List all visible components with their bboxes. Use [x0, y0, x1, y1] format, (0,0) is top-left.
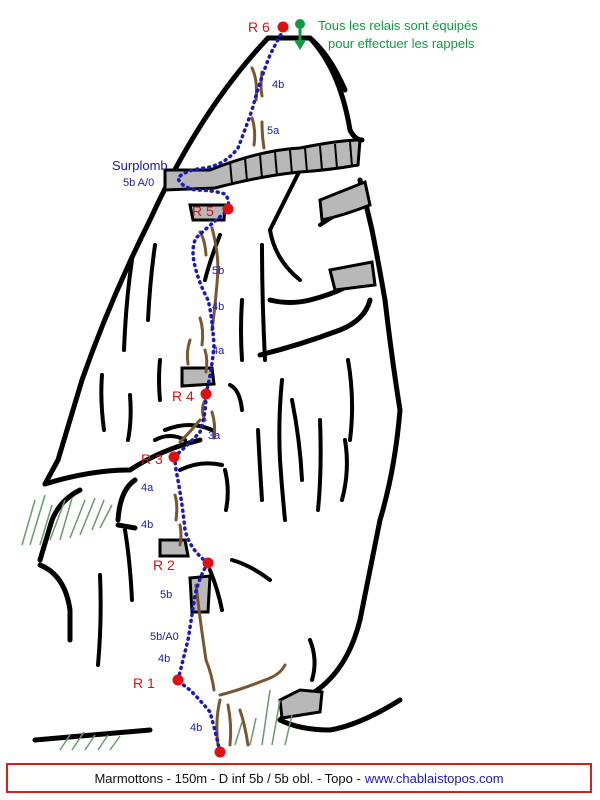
- grade-p3a: 3a: [208, 430, 221, 442]
- grade-p2b: 4a: [141, 482, 154, 494]
- grade-p1c: 5b/A0: [150, 631, 179, 643]
- overhang-hatching: [229, 141, 353, 185]
- grade-p5b: 4b: [272, 79, 284, 91]
- grade-p2a: 4b: [141, 519, 153, 531]
- grade-p1d: 5b: [160, 589, 172, 601]
- grade-p1b: 4b: [158, 653, 170, 665]
- relay-dot-r3: [168, 451, 180, 463]
- relay-dot-r0: [214, 746, 226, 758]
- grade-p4c: 5b: [212, 265, 224, 277]
- footer-text: Marmottons - 150m - D inf 5b / 5b obl. -…: [94, 770, 361, 786]
- relay-points: [168, 21, 289, 758]
- relay-label-r1: R 1: [133, 675, 155, 691]
- relay-label-r5: R 5: [192, 203, 214, 219]
- footer-website-link[interactable]: www.chablaistopos.com: [364, 770, 504, 786]
- relay-dot-r4: [200, 388, 212, 400]
- overhang-title: Surplomb: [112, 158, 168, 173]
- grade-p4b: 4b: [212, 301, 224, 313]
- relay-dot-r2: [202, 557, 214, 569]
- relay-label-r6: R 6: [248, 19, 270, 35]
- grade-p1a: 4b: [190, 722, 202, 734]
- route-summary-footer: Marmottons - 150m - D inf 5b / 5b obl. -…: [6, 763, 592, 793]
- rappel-note-line2: pour effectuer les rappels: [328, 36, 475, 51]
- rock-outline: [32, 35, 403, 743]
- grass-tufts: [21, 494, 293, 751]
- rappel-marker-icon: [294, 19, 306, 50]
- relay-dot-r5: [222, 203, 234, 215]
- relay-dot-r6: [277, 21, 289, 33]
- relay-dot-r1: [172, 674, 184, 686]
- rappel-note-line1: Tous les relais sont équipés: [318, 18, 478, 33]
- grade-p4a: 4a: [212, 345, 225, 357]
- overhang-grade: 5b A/0: [123, 177, 154, 189]
- route-topo-diagram: R 1 R 2 R 3 R 4 R 5 R 6 4b 4b 5b/A0 5b 4…: [21, 18, 478, 758]
- relay-label-r3: R 3: [141, 451, 163, 467]
- relay-label-r2: R 2: [153, 557, 175, 573]
- grade-p5a: 5a: [267, 125, 280, 137]
- relay-label-r4: R 4: [172, 388, 194, 404]
